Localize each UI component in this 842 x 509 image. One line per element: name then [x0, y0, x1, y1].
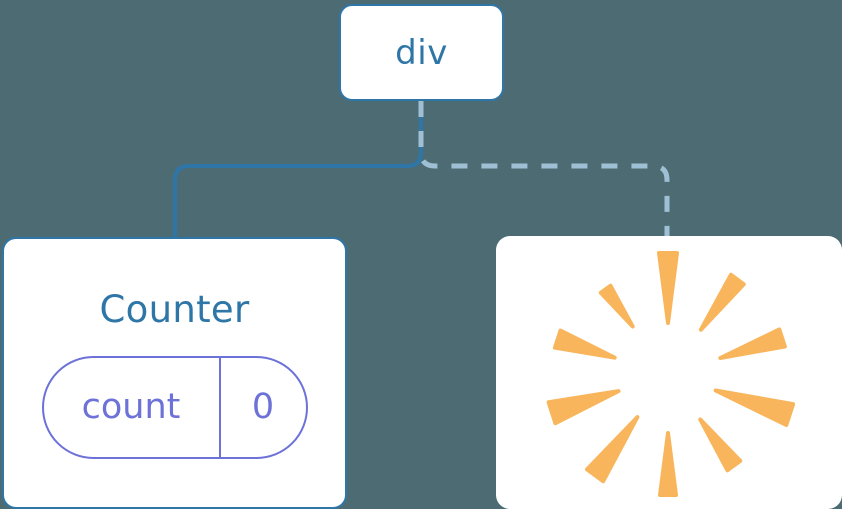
connector-div-to-sparkle	[418, 101, 670, 238]
sparkle-ray-7	[585, 415, 640, 484]
sparkle-ray-4	[713, 388, 796, 427]
sparkle-ray-5	[698, 417, 743, 473]
node-sparkle[interactable]	[496, 236, 842, 509]
state-pill-key: count	[81, 387, 181, 427]
sparkle-ray-9	[552, 328, 617, 360]
connector-div-to-counter	[173, 99, 423, 241]
sparkle-ray-1	[657, 251, 679, 325]
state-pill-count[interactable]: count 0	[41, 356, 308, 459]
node-counter-label: Counter	[99, 288, 250, 331]
sparkle-ray-3	[718, 327, 787, 360]
sparkle-ray-2	[698, 272, 746, 332]
node-div-label: div	[395, 32, 448, 73]
sparkle-ray-8	[546, 389, 621, 426]
sparkle-burst-icon	[546, 251, 796, 497]
sparkle-ray-10	[598, 283, 635, 329]
sparkle-ray-6	[658, 431, 678, 497]
state-pill-value: 0	[218, 358, 306, 457]
node-counter[interactable]: Counter count 0	[2, 237, 347, 509]
node-div[interactable]: div	[339, 4, 504, 101]
